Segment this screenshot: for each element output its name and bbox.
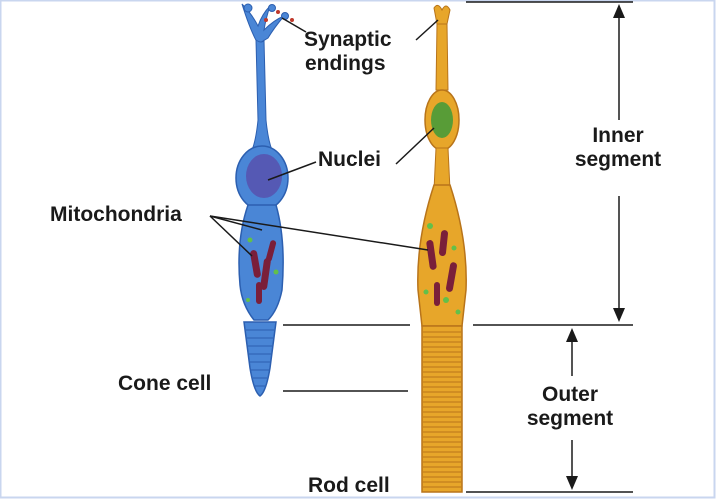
rod-nucleus — [431, 102, 453, 138]
cone-inner-segment — [238, 204, 284, 321]
cone-nucleus — [246, 154, 282, 198]
label-inner-line2: segment — [574, 148, 662, 171]
pointer-synaptic-rod — [415, 19, 439, 41]
cone-granules — [246, 237, 279, 302]
cone-discs — [246, 329, 274, 387]
label-rod-cell: Rod cell — [308, 474, 390, 497]
rod-lower-fiber — [433, 147, 451, 191]
cone-cell — [235, 3, 294, 397]
pointer-synaptic-cone — [281, 17, 307, 33]
pointer-mito-cone-2 — [209, 215, 263, 231]
cone-mitochondria — [250, 240, 277, 304]
label-outer-line1: Outer — [541, 383, 598, 406]
pointer-mito-cone-1 — [209, 215, 253, 257]
outer-arrow-head-down — [566, 476, 578, 490]
label-outer-line2: segment — [526, 407, 614, 430]
label-inner-line1: Inner — [592, 124, 644, 147]
rod-cell — [417, 4, 467, 493]
label-nuclei: Nuclei — [318, 148, 382, 171]
rod-upper-fiber — [435, 23, 449, 91]
label-synaptic-line1: Synaptic — [304, 28, 392, 51]
rod-granules — [423, 223, 461, 315]
rod-discs — [423, 331, 461, 488]
pointer-nucleus-rod — [395, 127, 435, 165]
outer-arrow-head-up — [566, 328, 578, 342]
pointer-nucleus-cone — [267, 161, 317, 181]
pointer-mito-rod — [209, 215, 429, 251]
rod-outer-segment — [421, 325, 463, 493]
cone-fiber — [251, 39, 273, 151]
inner-arrow-head-up — [613, 4, 625, 18]
pointer-lines — [209, 1, 633, 493]
rod-mitochondria — [426, 230, 457, 306]
cone-outer-segment — [243, 321, 277, 397]
cone-synaptic-endings — [241, 3, 294, 45]
label-synaptic-line2: endings — [305, 52, 386, 75]
label-cone-cell: Cone cell — [118, 372, 212, 395]
inner-arrow-head-down — [613, 308, 625, 322]
rod-synaptic-ending — [433, 4, 451, 25]
arrow-heads — [566, 4, 625, 490]
label-mitochondria: Mitochondria — [50, 203, 182, 226]
